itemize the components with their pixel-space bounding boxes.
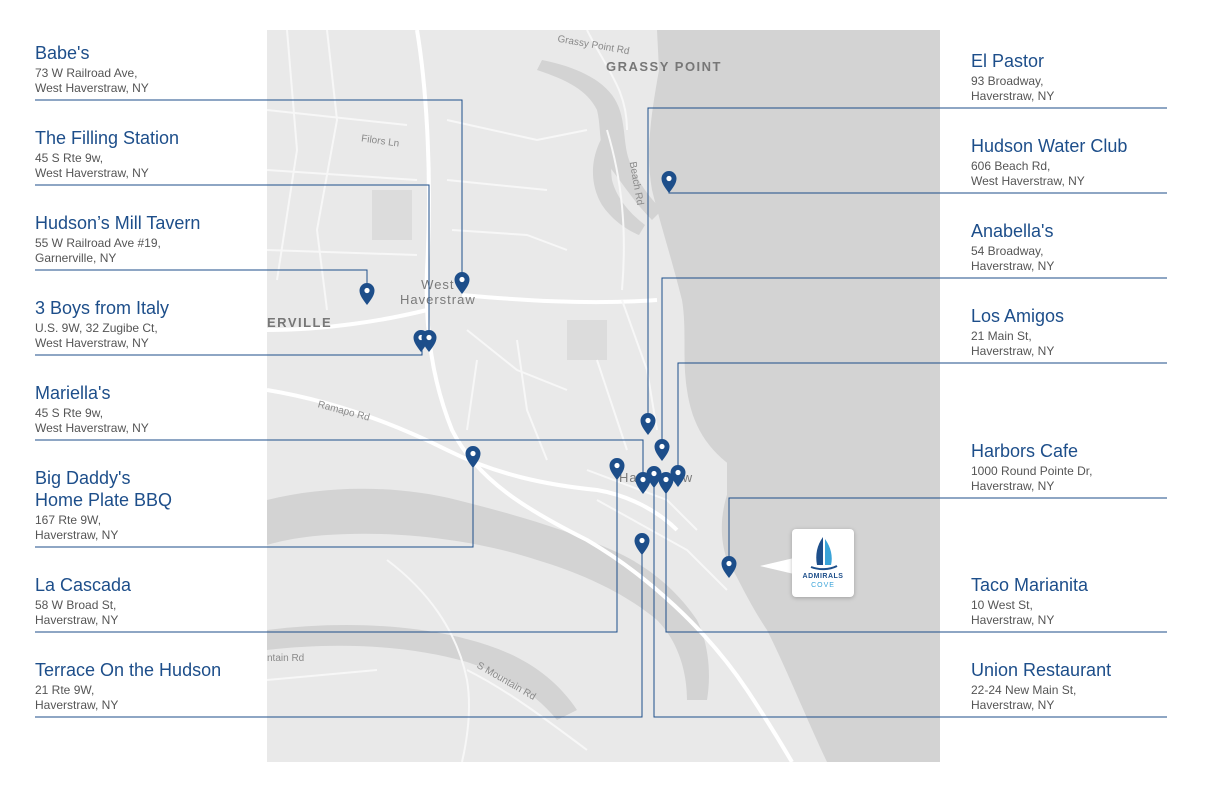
restaurant-name: Babe's xyxy=(35,43,90,63)
restaurant-address: 1000 Round Pointe Dr, Haverstraw, NY xyxy=(971,464,1093,493)
restaurant-address: 10 West St, Haverstraw, NY xyxy=(971,598,1055,627)
restaurant-filling-station[interactable]: The Filling Station 45 S Rte 9w, West Ha… xyxy=(35,127,265,181)
restaurant-address: 21 Rte 9W, Haverstraw, NY xyxy=(35,683,119,712)
restaurant-3-boys[interactable]: 3 Boys from Italy U.S. 9W, 32 Zugibe Ct,… xyxy=(35,297,265,351)
restaurant-la-cascada[interactable]: La Cascada 58 W Broad St, Haverstraw, NY xyxy=(35,574,265,628)
restaurant-hudsons-mill[interactable]: Hudson’s Mill Tavern 55 W Railroad Ave #… xyxy=(35,212,265,266)
restaurant-name: El Pastor xyxy=(971,51,1045,71)
restaurant-address: 73 W Railroad Ave, West Haverstraw, NY xyxy=(35,66,149,95)
restaurant-address: 55 W Railroad Ave #19, Garnerville, NY xyxy=(35,236,161,265)
pin-la-cascada[interactable] xyxy=(609,458,625,480)
restaurant-name: Los Amigos xyxy=(971,306,1065,326)
restaurant-address: 21 Main St, Haverstraw, NY xyxy=(971,329,1055,358)
restaurant-babes[interactable]: Babe's 73 W Railroad Ave, West Haverstra… xyxy=(35,42,265,96)
sailboat-icon xyxy=(810,537,838,571)
pin-filling-station[interactable] xyxy=(421,330,437,352)
restaurant-terrace[interactable]: Terrace On the Hudson 21 Rte 9W, Haverst… xyxy=(35,659,265,713)
restaurant-address: 54 Broadway, Haverstraw, NY xyxy=(971,244,1055,273)
restaurant-name: Big Daddy's Home Plate BBQ xyxy=(35,468,173,510)
restaurant-name: Terrace On the Hudson xyxy=(35,660,222,680)
map-label-grassy-point: GRASSY POINT xyxy=(606,59,723,74)
pin-big-daddys[interactable] xyxy=(465,446,481,468)
restaurant-el-pastor[interactable]: El Pastor 93 Broadway, Haverstraw, NY xyxy=(971,50,1171,104)
restaurant-address: 22-24 New Main St, Haverstraw, NY xyxy=(971,683,1077,712)
restaurant-address: 606 Beach Rd, West Haverstraw, NY xyxy=(971,159,1085,188)
restaurant-address: 58 W Broad St, Haverstraw, NY xyxy=(35,598,119,627)
restaurant-name: 3 Boys from Italy xyxy=(35,298,170,318)
pin-el-pastor[interactable] xyxy=(640,413,656,435)
pin-harbors-cafe[interactable] xyxy=(721,556,737,578)
restaurant-address: 45 S Rte 9w, West Haverstraw, NY xyxy=(35,151,149,180)
logo-line2: COVE xyxy=(811,582,835,589)
restaurant-name: La Cascada xyxy=(35,575,132,595)
restaurant-big-daddys[interactable]: Big Daddy's Home Plate BBQ 167 Rte 9W, H… xyxy=(35,467,265,543)
pin-anabellas[interactable] xyxy=(654,439,670,461)
restaurant-address: 93 Broadway, Haverstraw, NY xyxy=(971,74,1055,103)
restaurant-name: Mariella's xyxy=(35,383,111,403)
restaurant-taco-marianita[interactable]: Taco Marianita 10 West St, Haverstraw, N… xyxy=(971,574,1171,628)
restaurant-name: Anabella's xyxy=(971,221,1054,241)
restaurant-name: Taco Marianita xyxy=(971,575,1089,595)
restaurant-name: Hudson’s Mill Tavern xyxy=(35,213,201,233)
restaurant-harbors-cafe[interactable]: Harbors Cafe 1000 Round Pointe Dr, Haver… xyxy=(971,440,1171,494)
restaurant-name: The Filling Station xyxy=(35,128,180,148)
pin-mariellas[interactable] xyxy=(635,472,651,494)
restaurant-address: 45 S Rte 9w, West Haverstraw, NY xyxy=(35,406,149,435)
admirals-cove-logo[interactable]: ADMIRALS COVE xyxy=(792,529,854,597)
creek xyxy=(537,60,662,220)
restaurant-los-amigos[interactable]: Los Amigos 21 Main St, Haverstraw, NY xyxy=(971,305,1171,359)
pond xyxy=(567,320,607,360)
pin-los-amigos[interactable] xyxy=(670,465,686,487)
pin-babes[interactable] xyxy=(454,272,470,294)
logo-line1: ADMIRALS xyxy=(802,573,844,580)
pin-hudson-water-club[interactable] xyxy=(661,171,677,193)
restaurant-union[interactable]: Union Restaurant 22-24 New Main St, Have… xyxy=(971,659,1171,713)
restaurant-anabellas[interactable]: Anabella's 54 Broadway, Haverstraw, NY xyxy=(971,220,1171,274)
restaurant-hudson-water-club[interactable]: Hudson Water Club 606 Beach Rd, West Hav… xyxy=(971,135,1171,189)
creek xyxy=(592,130,645,235)
restaurant-name: Harbors Cafe xyxy=(971,441,1079,461)
pin-hudsons-mill[interactable] xyxy=(359,283,375,305)
restaurant-name: Union Restaurant xyxy=(971,660,1112,680)
restaurant-address: U.S. 9W, 32 Zugibe Ct, West Haverstraw, … xyxy=(35,321,158,350)
restaurant-address: 167 Rte 9W, Haverstraw, NY xyxy=(35,513,119,542)
restaurant-mariellas[interactable]: Mariella's 45 S Rte 9w, West Haverstraw,… xyxy=(35,382,265,436)
logo-pointer xyxy=(760,558,794,574)
pin-terrace[interactable] xyxy=(634,533,650,555)
restaurant-name: Hudson Water Club xyxy=(971,136,1128,156)
